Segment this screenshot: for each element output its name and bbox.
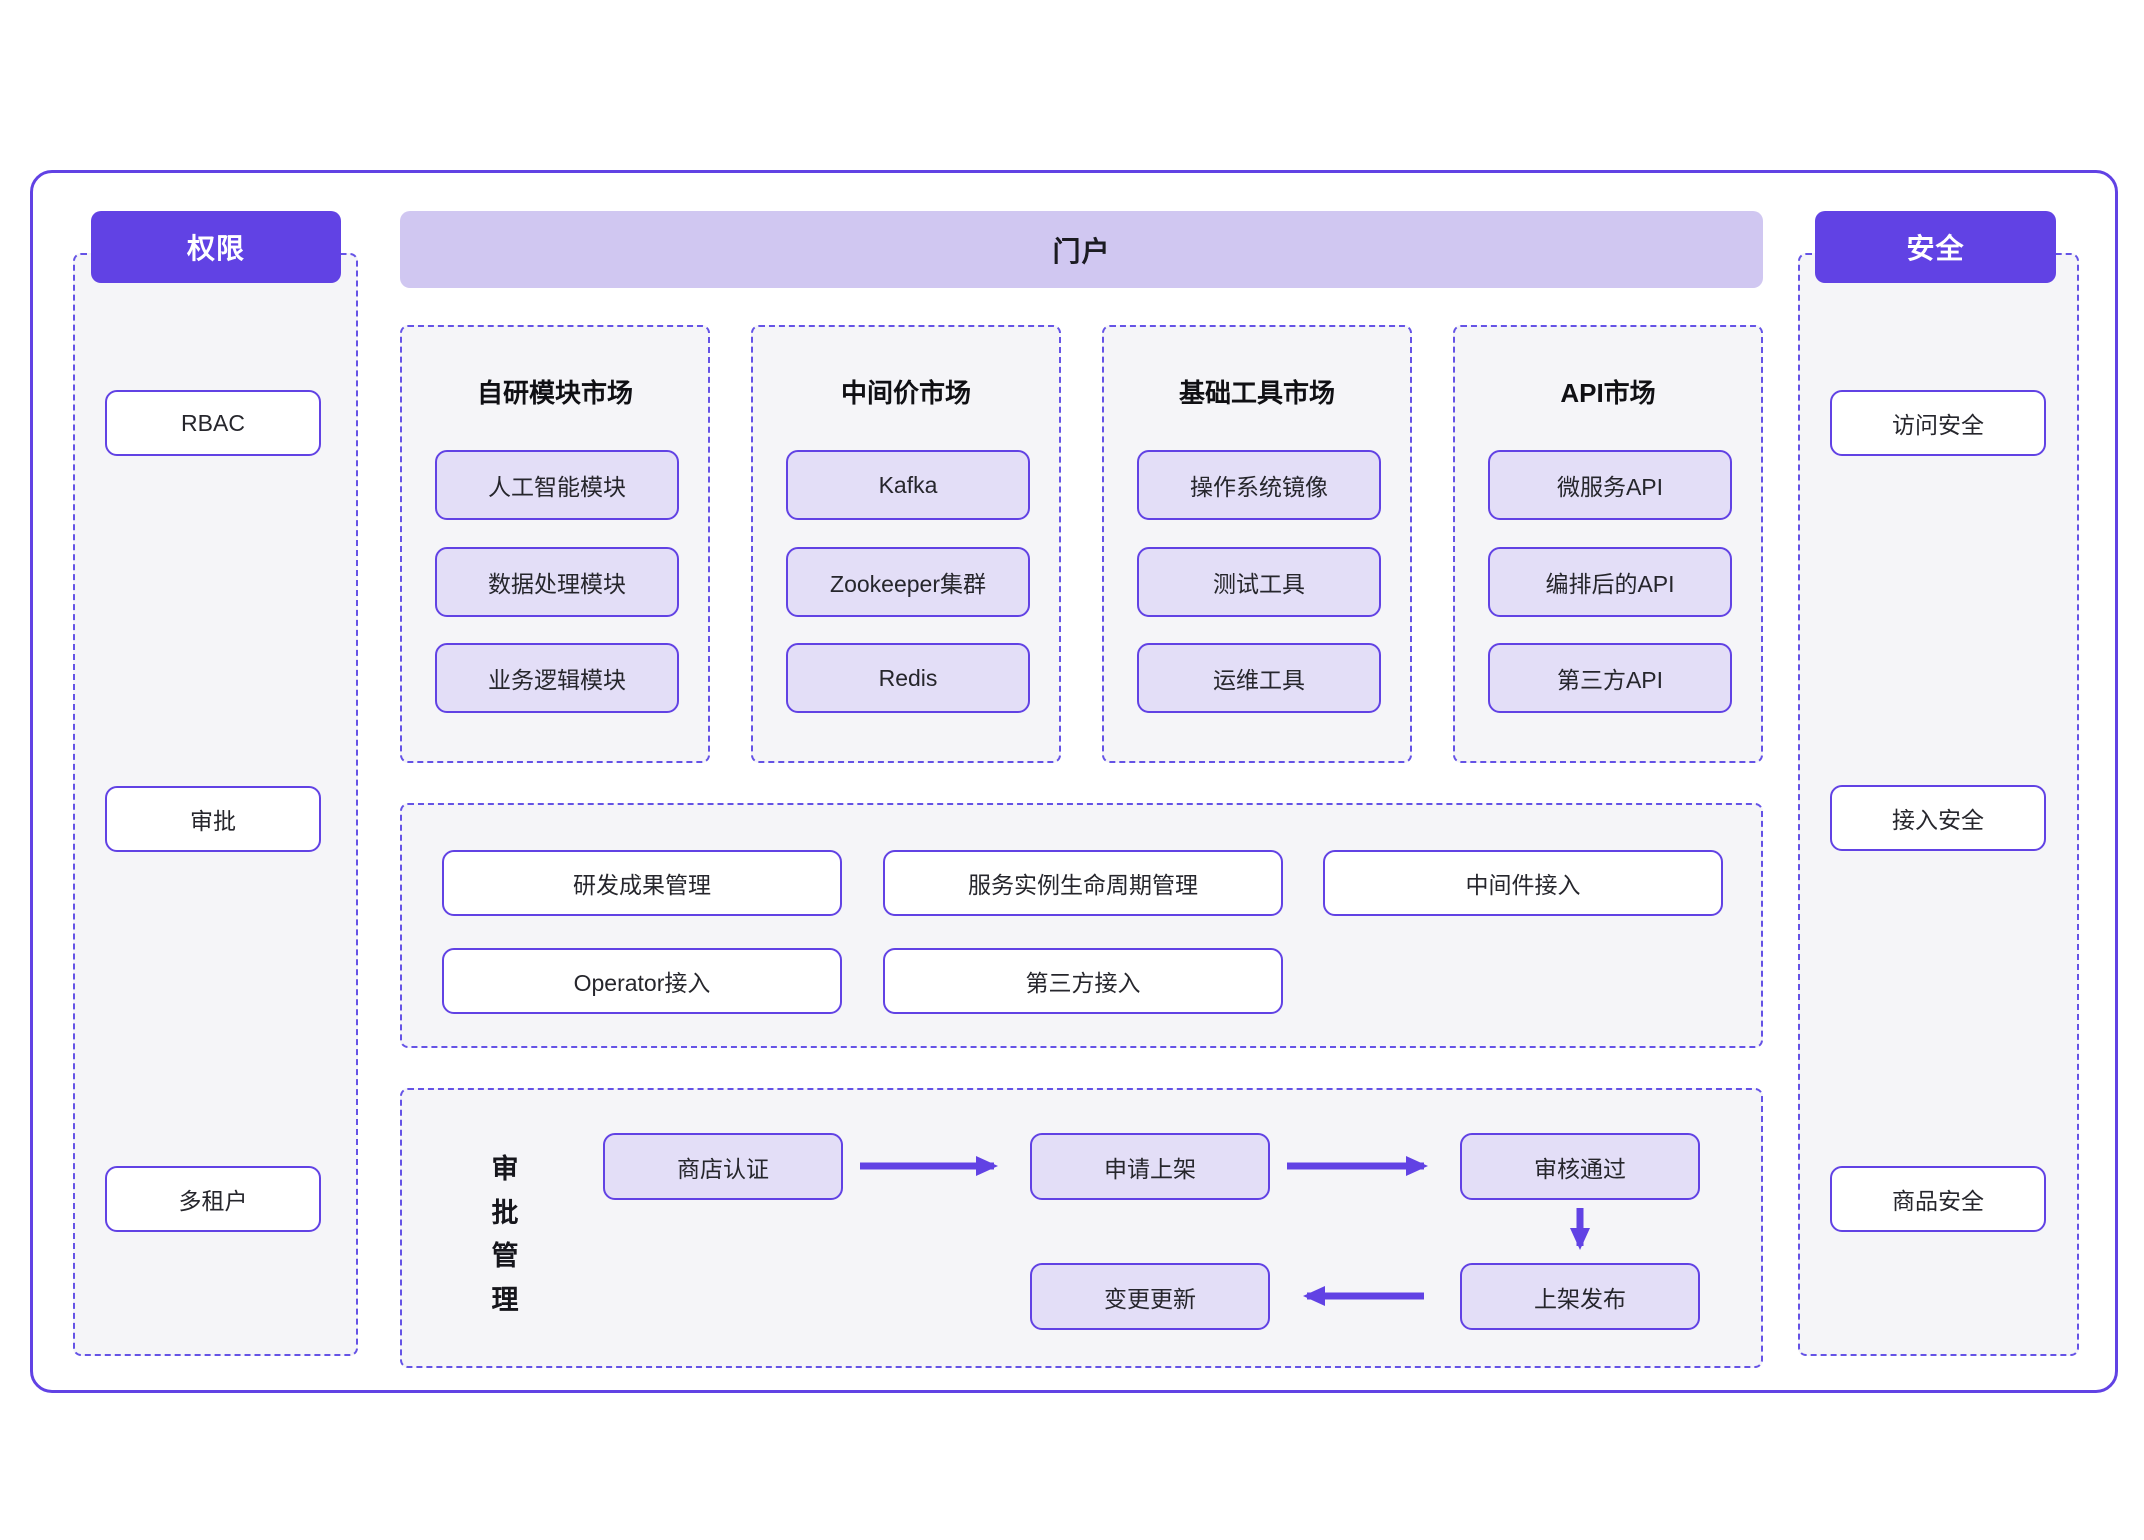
management-item: 研发成果管理 [442,850,842,916]
flow-step-store-cert: 商店认证 [603,1133,843,1200]
permissions-header: 权限 [91,211,341,283]
market-item: 第三方API [1488,643,1732,713]
management-item: 服务实例生命周期管理 [883,850,1283,916]
market-item: 编排后的API [1488,547,1732,617]
flow-arrows [860,1156,1590,1306]
portal-header: 门户 [400,211,1763,288]
security-item-access: 访问安全 [1830,390,2046,456]
market-item: 运维工具 [1137,643,1381,713]
approval-section-label: 审批管理 [491,1154,519,1316]
permissions-item-approval: 审批 [105,786,321,852]
flow-step-change-update: 变更更新 [1030,1263,1270,1330]
market-item: Zookeeper集群 [786,547,1030,617]
diagram-outer-frame: 权限 RBAC 审批 多租户 门户 自研模块市场 人工智能模块 数据处理模块 业… [30,170,2118,1393]
management-item: 中间件接入 [1323,850,1723,916]
market-item: 测试工具 [1137,547,1381,617]
permissions-item-rbac: RBAC [105,390,321,456]
market-item: 人工智能模块 [435,450,679,520]
market-title: 中间价市场 [840,378,971,408]
market-column-tools: 基础工具市场 操作系统镜像 测试工具 运维工具 [1102,325,1412,763]
security-item-ingress: 接入安全 [1830,785,2046,851]
market-column-middleware: 中间价市场 Kafka Zookeeper集群 Redis [751,325,1061,763]
market-item: 微服务API [1488,450,1732,520]
market-title: API市场 [1560,378,1656,408]
flow-step-review-passed: 审核通过 [1460,1133,1700,1200]
market-item: 操作系统镜像 [1137,450,1381,520]
security-item-goods: 商品安全 [1830,1166,2046,1232]
market-item: 数据处理模块 [435,547,679,617]
security-header: 安全 [1815,211,2056,283]
permissions-item-multitenant: 多租户 [105,1166,321,1232]
management-item: Operator接入 [442,948,842,1014]
flow-step-publish: 上架发布 [1460,1263,1700,1330]
management-section: 研发成果管理 服务实例生命周期管理 中间件接入 Operator接入 第三方接入 [400,803,1763,1048]
market-item: Kafka [786,450,1030,520]
market-item: Redis [786,643,1030,713]
management-item: 第三方接入 [883,948,1283,1014]
market-column-modules: 自研模块市场 人工智能模块 数据处理模块 业务逻辑模块 [400,325,710,763]
flow-step-apply-listing: 申请上架 [1030,1133,1270,1200]
market-column-api: API市场 微服务API 编排后的API 第三方API [1453,325,1763,763]
market-item: 业务逻辑模块 [435,643,679,713]
market-title: 基础工具市场 [1178,378,1335,408]
approval-section: 审批管理 商店认证 申请上架 审核通过 上架发布 变更更新 [400,1088,1763,1368]
market-title: 自研模块市场 [476,378,633,408]
